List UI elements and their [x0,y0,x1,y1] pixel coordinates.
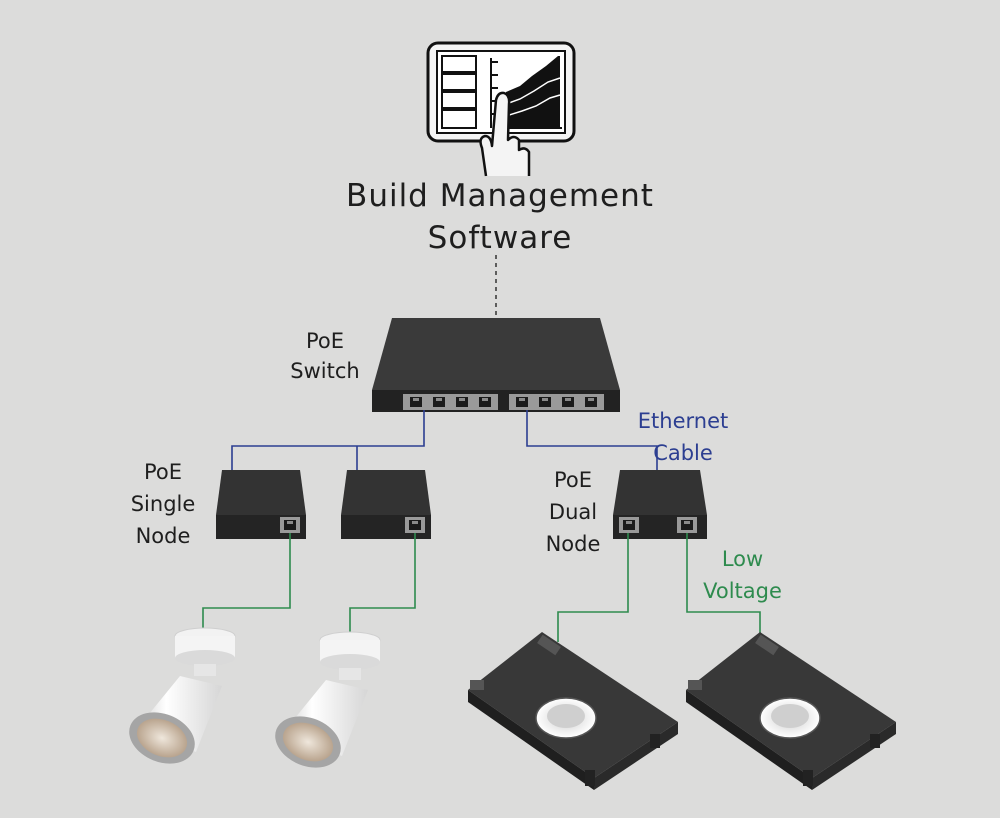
ethernet-cables [231,410,658,470]
poe-dual-node [613,470,707,539]
low-voltage-label-1: Low [721,547,764,571]
spotlight-icon [129,627,236,764]
low-voltage-label-2: Voltage [703,579,782,603]
dual-node-label-3: Node [545,532,601,556]
poe-switch-label-1: PoE [305,329,345,353]
title-line-2: Software [427,220,573,256]
downlight-icon [686,632,896,790]
downlight-icon [468,632,678,790]
title-line-1: Build Management [346,178,654,214]
spotlight-icon [275,631,381,768]
single-node-label-3: Node [135,524,191,548]
ethernet-label-2: Cable [653,441,713,465]
ethernet-label-1: Ethernet [637,409,729,433]
poe-switch-icon [372,318,620,412]
poe-single-node-1 [216,470,306,539]
hand-pointer-icon [479,91,531,177]
poe-single-node-2 [341,470,431,539]
dual-node-label-2: Dual [548,500,598,524]
single-node-label-1: PoE [143,460,183,484]
dual-node-label-1: PoE [553,468,593,492]
single-node-label-2: Single [130,492,196,516]
low-voltage-wires [202,533,761,642]
poe-switch-label-2: Switch [290,359,360,383]
